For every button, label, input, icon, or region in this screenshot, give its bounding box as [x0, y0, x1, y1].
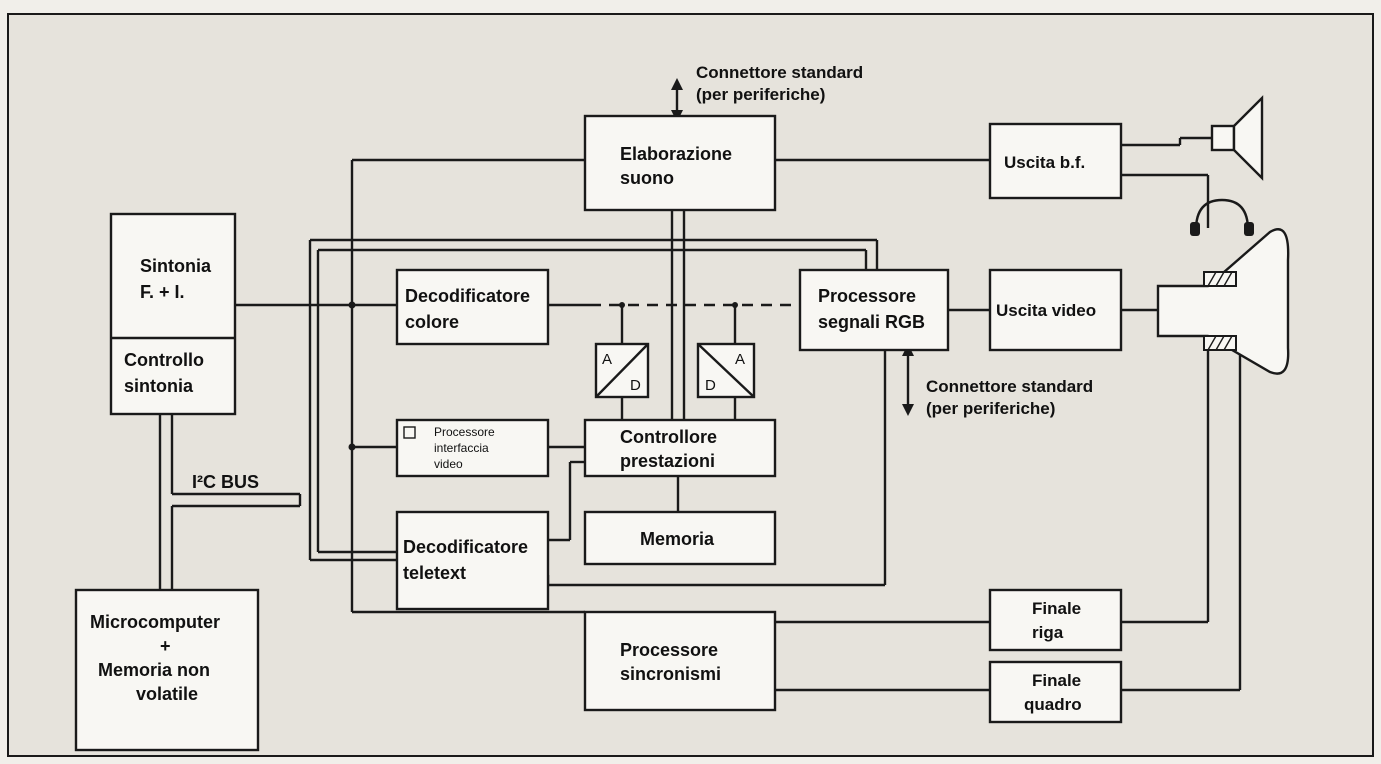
block-decodificatore-colore: Decodificatore colore	[395, 268, 550, 346]
interfaccia-line3: video	[434, 457, 463, 471]
ad-converter-right: A D	[696, 342, 756, 399]
crt-tube-icon	[1156, 228, 1290, 375]
headphones-icon	[1190, 198, 1254, 236]
finale-riga-line1: Finale	[1032, 599, 1081, 618]
uscita-bf-label: Uscita b.f.	[1004, 153, 1085, 172]
teletext-line1: Decodificatore	[403, 537, 528, 557]
controllore-line1: Controllore	[620, 427, 717, 447]
block-sintonia: Sintonia F. + I. Controllo sintonia	[109, 212, 237, 416]
block-elaborazione-suono: Elaborazione suono	[583, 114, 777, 212]
teletext-line2: teletext	[403, 563, 466, 583]
interfaccia-line2: interfaccia	[434, 441, 489, 455]
block-processore-interfaccia-video: Processore interfaccia video	[395, 418, 550, 478]
diagram-border	[7, 13, 1374, 757]
interfaccia-line1: Processore	[434, 425, 495, 439]
block-processore-rgb: Processore segnali RGB	[798, 268, 950, 352]
block-microcomputer: Microcomputer + Memoria non volatile	[74, 588, 260, 752]
elaborazione-suono-line1: Elaborazione	[620, 144, 732, 164]
connettore-rgb-label: Connettore standard (per periferiche)	[926, 377, 1093, 418]
processore-rgb-line1: Processore	[818, 286, 916, 306]
block-uscita-bf: Uscita b.f.	[988, 122, 1123, 200]
elaborazione-suono-line2: suono	[620, 168, 674, 188]
connettore-rgb-line1: Connettore standard	[926, 377, 1093, 396]
ad-left-bottom: D	[630, 377, 641, 394]
block-finale-riga: Finale riga	[988, 588, 1123, 652]
i2c-bus-label: I²C BUS	[192, 472, 259, 492]
ad-left-top: A	[602, 351, 612, 368]
controllo-sintonia-line1: Controllo	[124, 350, 204, 370]
microcomputer-line1: Microcomputer	[90, 612, 220, 632]
decodificatore-colore-line1: Decodificatore	[405, 286, 530, 306]
memoria-label: Memoria	[640, 529, 715, 549]
processore-rgb-line2: segnali RGB	[818, 312, 925, 332]
microcomputer-line4: volatile	[136, 684, 198, 704]
block-memoria: Memoria	[583, 510, 777, 566]
finale-quadro-line2: quadro	[1024, 695, 1082, 714]
block-controllore-prestazioni: Controllore prestazioni	[583, 418, 777, 478]
decodificatore-colore-line2: colore	[405, 312, 459, 332]
ad-right-top: A	[735, 351, 745, 368]
sincronismi-line1: Processore	[620, 640, 718, 660]
uscita-video-label: Uscita video	[996, 301, 1096, 320]
speaker-icon	[1210, 95, 1264, 181]
finale-riga-line2: riga	[1032, 623, 1064, 642]
controllo-sintonia-line2: sintonia	[124, 376, 194, 396]
block-processore-sincronismi: Processore sincronismi	[583, 610, 777, 712]
block-finale-quadro: Finale quadro	[988, 660, 1123, 724]
connettore-top-line2: (per periferiche)	[696, 85, 825, 104]
connettore-top-line1: Connettore standard	[696, 63, 863, 82]
sintonia-line1: Sintonia	[140, 256, 212, 276]
block-uscita-video: Uscita video	[988, 268, 1123, 352]
block-decodificatore-teletext: Decodificatore teletext	[395, 510, 550, 611]
controllore-line2: prestazioni	[620, 451, 715, 471]
ad-right-bottom: D	[705, 377, 716, 394]
ad-converter-left: A D	[594, 342, 650, 399]
sincronismi-line2: sincronismi	[620, 664, 721, 684]
connettore-rgb-line2: (per periferiche)	[926, 399, 1055, 418]
connection-lines	[158, 78, 1242, 692]
microcomputer-line3: Memoria non	[98, 660, 210, 680]
sintonia-line2: F. + I.	[140, 282, 185, 302]
microcomputer-line2: +	[160, 636, 171, 656]
finale-quadro-line1: Finale	[1032, 671, 1081, 690]
connettore-top-label: Connettore standard (per periferiche)	[696, 63, 863, 104]
